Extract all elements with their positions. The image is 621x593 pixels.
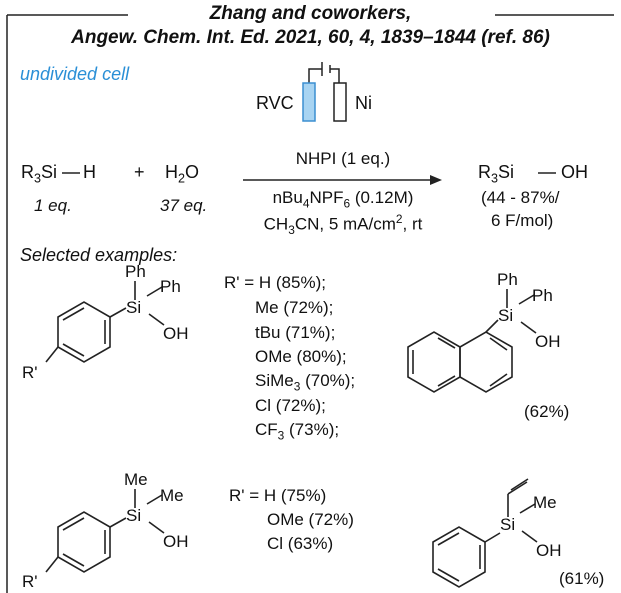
ex2-oh: OH bbox=[535, 332, 561, 351]
ex1-ph-top: Ph bbox=[125, 262, 146, 281]
product-silanol: R3Si bbox=[478, 162, 515, 186]
ex4-oh: OH bbox=[536, 541, 562, 560]
reactant-silane-h: H bbox=[83, 162, 96, 182]
list1-item-6: CF3 (73%); bbox=[255, 420, 340, 443]
selected-examples-heading: Selected examples: bbox=[20, 245, 178, 265]
condition-electrolyte: nBu4NPF6 (0.12M) bbox=[272, 188, 414, 211]
cathode-label: Ni bbox=[355, 93, 372, 113]
ex3-oh: OH bbox=[163, 532, 189, 551]
ex2-ph-top: Ph bbox=[497, 270, 518, 289]
ex1-r-prime: R' bbox=[22, 363, 38, 382]
citation-line-1: Zhang and coworkers, bbox=[209, 3, 412, 24]
product-yield-line2: 6 F/mol) bbox=[491, 211, 554, 230]
ex2-yield: (62%) bbox=[524, 402, 570, 421]
list1-item-4: SiMe3 (70%); bbox=[255, 371, 356, 394]
plus-sign: + bbox=[134, 162, 145, 182]
list1-item-1: Me (72%); bbox=[255, 298, 334, 317]
ex1-si: Si bbox=[126, 298, 142, 317]
list1-item-2: tBu (71%); bbox=[255, 323, 336, 342]
list2-item-1: OMe (72%) bbox=[267, 510, 354, 529]
list1-item-3: OMe (80%); bbox=[255, 347, 347, 366]
phenyl-ring bbox=[432, 526, 486, 588]
product-yield-line1: (44 - 87%/ bbox=[481, 188, 560, 207]
aryl-ring-2 bbox=[57, 511, 111, 573]
ex4-me: Me bbox=[533, 493, 557, 512]
ex3-si: Si bbox=[126, 506, 142, 525]
reactant2-equivalents: 37 eq. bbox=[160, 196, 208, 215]
condition-catalyst: NHPI (1 eq.) bbox=[295, 149, 391, 168]
product-oh: OH bbox=[561, 162, 588, 182]
reactant1-equivalents: 1 eq. bbox=[34, 196, 72, 215]
ex2-si: Si bbox=[498, 306, 514, 325]
undivided-cell-label: undivided cell bbox=[20, 64, 130, 84]
ex1-oh: OH bbox=[163, 324, 189, 343]
reactant-silane: R3Si bbox=[21, 162, 58, 186]
aryl-ring-1 bbox=[57, 301, 111, 363]
ex1-ph-right: Ph bbox=[160, 277, 181, 296]
ex3-r-prime: R' bbox=[22, 572, 38, 591]
anode-electrode bbox=[302, 82, 316, 122]
list1-item-5: Cl (72%); bbox=[255, 396, 326, 415]
ex4-si: Si bbox=[500, 515, 516, 534]
ex3-me-right: Me bbox=[160, 486, 184, 505]
naphthalene-ring bbox=[407, 331, 513, 393]
ex2-ph-right: Ph bbox=[532, 286, 553, 305]
citation-line-2: Angew. Chem. Int. Ed. 2021, 60, 4, 1839–… bbox=[71, 27, 550, 48]
reactant-water: H2O bbox=[165, 162, 200, 186]
ex4-yield: (61%) bbox=[559, 569, 605, 588]
list2-item-2: Cl (63%) bbox=[267, 534, 334, 553]
ex3-me-top: Me bbox=[124, 470, 148, 489]
cathode-electrode bbox=[333, 82, 347, 122]
list1-item-0: R' = H (85%); bbox=[224, 273, 326, 292]
list2-item-0: R' = H (75%) bbox=[229, 486, 327, 505]
condition-solvent-current: CH3CN, 5 mA/cm2, rt bbox=[263, 212, 423, 238]
anode-label: RVC bbox=[256, 93, 294, 113]
